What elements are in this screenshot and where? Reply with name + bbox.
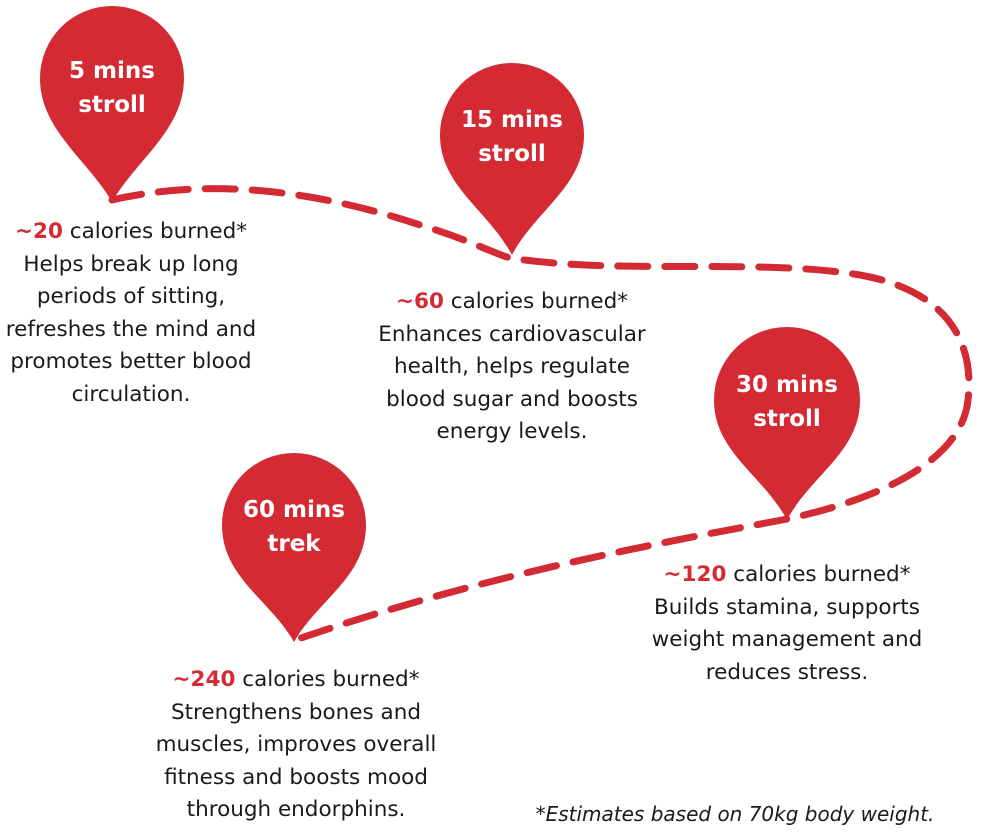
- pin-label-line1: 5 mins: [69, 58, 155, 84]
- map-pin-4: [222, 453, 366, 642]
- description-line: promotes better blood: [10, 349, 252, 374]
- description-line: muscles, improves overall: [155, 732, 437, 757]
- description-line: fitness and boosts mood: [164, 764, 428, 790]
- stop-info-5-mins: ~20 calories burned* Helps break up long…: [0, 216, 262, 411]
- pin-label-line1: 30 mins: [736, 372, 838, 398]
- calories-label: calories burned*: [62, 219, 247, 244]
- pin-label-15-mins: 15 mins stroll: [447, 103, 577, 171]
- description-line: refreshes the mind and: [5, 316, 257, 342]
- footnote: *Estimates based on 70kg body weight.: [535, 802, 935, 826]
- map-pin-2: [440, 63, 584, 255]
- description-line: blood sugar and boosts: [386, 386, 638, 412]
- pin-label-30-mins: 30 mins stroll: [722, 368, 852, 436]
- map-pin-1: [40, 6, 184, 202]
- pin-label-60-mins: 60 mins trek: [229, 493, 359, 561]
- pin-label-line1: 60 mins: [243, 497, 345, 523]
- description-line: Enhances cardiovascular: [378, 321, 646, 347]
- calories-label: calories burned*: [443, 289, 628, 314]
- stop-info-30-mins: ~120 calories burned* Builds stamina, su…: [645, 559, 929, 689]
- description-line: Builds stamina, supports: [654, 594, 920, 620]
- calories-value: ~240: [172, 667, 236, 692]
- pin-label-line2: stroll: [78, 92, 146, 118]
- pin-label-5-mins: 5 mins stroll: [47, 54, 177, 122]
- stop-info-60-mins: ~240 calories burned* Strengthens bones …: [148, 664, 444, 827]
- calories-value: ~120: [663, 562, 727, 587]
- description-line: reduces stress.: [705, 659, 869, 685]
- calories-value: ~20: [15, 219, 63, 244]
- calories-value: ~60: [396, 289, 444, 314]
- pin-label-line2: stroll: [753, 406, 821, 432]
- map-pin-3: [714, 327, 860, 520]
- calories-label: calories burned*: [726, 562, 911, 587]
- stop-info-15-mins: ~60 calories burned* Enhances cardiovasc…: [372, 286, 652, 449]
- calories-line: ~240 calories burned*: [148, 664, 444, 697]
- description-line: Strengthens bones and: [170, 699, 422, 725]
- pin-label-line1: 15 mins: [461, 107, 563, 133]
- calories-line: ~20 calories burned*: [0, 216, 262, 249]
- dashed-route-path: [108, 185, 973, 644]
- description-line: circulation.: [71, 381, 191, 407]
- description-line: health, helps regulate: [394, 354, 630, 379]
- description-line: periods of sitting,: [36, 284, 226, 309]
- pin-label-line2: trek: [267, 531, 321, 557]
- description-line: through endorphins.: [186, 797, 406, 822]
- calories-line: ~60 calories burned*: [372, 286, 652, 319]
- description-line: weight management and: [651, 627, 923, 652]
- description-line: Helps break up long: [23, 251, 239, 277]
- description-line: energy levels.: [436, 419, 588, 444]
- calories-line: ~120 calories burned*: [645, 559, 929, 592]
- calories-label: calories burned*: [235, 667, 420, 692]
- pin-label-line2: stroll: [478, 141, 546, 167]
